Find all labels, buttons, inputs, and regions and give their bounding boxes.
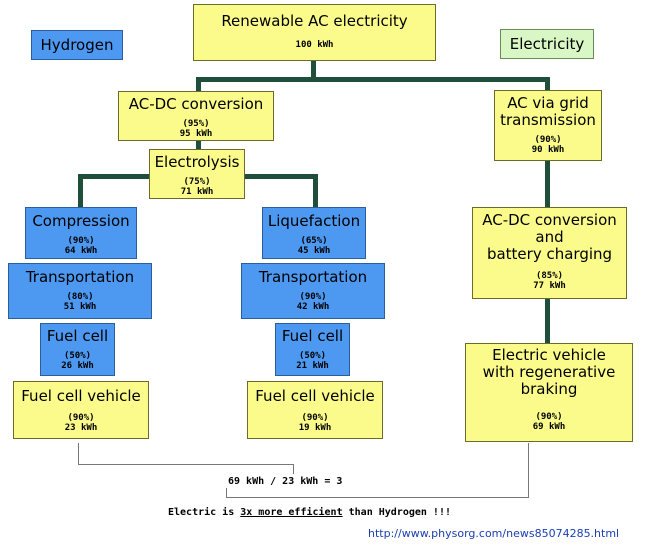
node-title: Transportation — [258, 268, 368, 286]
conclusion-prefix: Electric is — [168, 507, 241, 518]
node-title: Fuel cell — [281, 327, 344, 345]
legend-hydrogen-label: Hydrogen — [40, 36, 114, 54]
conclusion-text: Electric is 3x more efficient than Hydro… — [168, 507, 451, 518]
node-value: 64 kWh — [64, 246, 98, 256]
node-value: 51 kWh — [63, 302, 97, 312]
node-title-line: braking — [520, 380, 578, 398]
node-percent: (90%) — [67, 413, 95, 423]
node-title-line: with regenerative — [482, 363, 616, 381]
node-percent: (90%) — [534, 135, 562, 145]
node-percent: (80%) — [66, 292, 94, 302]
node-percent: (90%) — [535, 412, 563, 422]
node-percent: (85%) — [535, 271, 564, 281]
node-value: 77 kWh — [533, 281, 566, 291]
node-acdc-left: AC-DC conversion (95%) 95 kWh — [118, 91, 274, 141]
node-title: Liquefaction — [267, 212, 361, 230]
legend-hydrogen: Hydrogen — [31, 30, 123, 60]
node-title-line: AC via grid — [507, 94, 589, 112]
node-title: Renewable AC electricity — [221, 12, 408, 30]
node-title: AC-DC conversion — [128, 95, 264, 113]
node-compression: Compression (90%) 64 kWh — [25, 207, 137, 259]
node-percent: (90%) — [67, 236, 95, 246]
node-value: 95 kWh — [179, 129, 213, 139]
connector-battery-ev — [545, 298, 550, 344]
node-value: 71 kWh — [180, 187, 214, 197]
node-title-line: battery charging — [486, 245, 613, 263]
connector-acdc-electrolysis — [196, 140, 201, 150]
node-renewable: Renewable AC electricity 100 kWh — [193, 4, 436, 61]
node-fuelcell-right: Fuel cell (50%) 21 kWh — [275, 323, 350, 376]
node-title-line: and — [535, 228, 564, 246]
node-value: 21 kWh — [296, 361, 329, 371]
bracket-right-vertical — [528, 443, 529, 498]
node-transport-left: Transportation (80%) 51 kWh — [8, 263, 152, 319]
node-value: 69 kWh — [532, 422, 566, 432]
node-title: Compression — [32, 212, 130, 230]
bracket-right-horizontal — [226, 497, 529, 498]
bracket-right-up — [226, 488, 227, 498]
source-link[interactable]: http://www.physorg.com/news85074285.html — [368, 527, 620, 540]
node-percent: (95%) — [182, 119, 210, 129]
node-fuelcell-left: Fuel cell (50%) 26 kWh — [40, 323, 115, 376]
node-percent: (75%) — [183, 177, 211, 187]
node-value: 100 kWh — [295, 40, 334, 50]
connector-top-vertical — [311, 60, 316, 80]
ratio-text: 69 kWh / 23 kWh = 3 — [228, 476, 343, 487]
node-percent: (90%) — [299, 292, 327, 302]
node-percent: (50%) — [298, 351, 327, 361]
node-transport-right: Transportation (90%) 42 kWh — [241, 263, 385, 319]
conclusion-suffix: than Hydrogen !!! — [342, 507, 451, 518]
node-value: 26 kWh — [61, 361, 94, 371]
node-title: Electrolysis — [154, 153, 240, 171]
node-value: 19 kWh — [298, 423, 332, 433]
node-value: 90 kWh — [531, 145, 565, 155]
node-grid: AC via grid transmission (90%) 90 kWh — [494, 90, 602, 161]
node-title: Transportation — [25, 268, 135, 286]
connector-split-right — [313, 174, 318, 208]
node-title-line: AC-DC conversion — [482, 211, 617, 229]
node-fcv-left: Fuel cell vehicle (90%) 23 kWh — [13, 381, 149, 439]
connector-top-horizontal — [196, 77, 550, 82]
node-percent: (90%) — [301, 413, 329, 423]
node-title: Fuel cell vehicle — [255, 387, 375, 405]
node-ev: Electric vehicle with regenerative braki… — [465, 343, 633, 442]
conclusion-emphasis: 3x more efficient — [240, 507, 343, 518]
bracket-left-vertical — [78, 443, 79, 465]
connector-right-down — [545, 77, 550, 91]
node-fcv-right: Fuel cell vehicle (90%) 19 kWh — [247, 381, 383, 439]
node-liquefaction: Liquefaction (65%) 45 kWh — [262, 207, 366, 259]
bracket-left-down — [293, 464, 294, 474]
node-percent: (65%) — [300, 236, 328, 246]
node-percent: (50%) — [63, 351, 92, 361]
legend-electricity-label: Electricity — [509, 35, 585, 53]
connector-split-left — [78, 174, 83, 208]
node-title: Fuel cell vehicle — [21, 387, 141, 405]
node-title-line: Electric vehicle — [492, 346, 606, 364]
node-title-line: transmission — [500, 111, 596, 129]
connector-grid-battery — [545, 160, 550, 208]
bracket-left-horizontal — [78, 464, 294, 465]
legend-electricity: Electricity — [500, 29, 594, 59]
node-value: 42 kWh — [296, 302, 330, 312]
node-battery: AC-DC conversion and battery charging (8… — [472, 207, 627, 299]
node-electrolysis: Electrolysis (75%) 71 kWh — [149, 149, 245, 199]
node-title: Fuel cell — [46, 327, 109, 345]
node-value: 23 kWh — [64, 423, 98, 433]
node-value: 45 kWh — [297, 246, 331, 256]
connector-left-down — [196, 77, 201, 91]
